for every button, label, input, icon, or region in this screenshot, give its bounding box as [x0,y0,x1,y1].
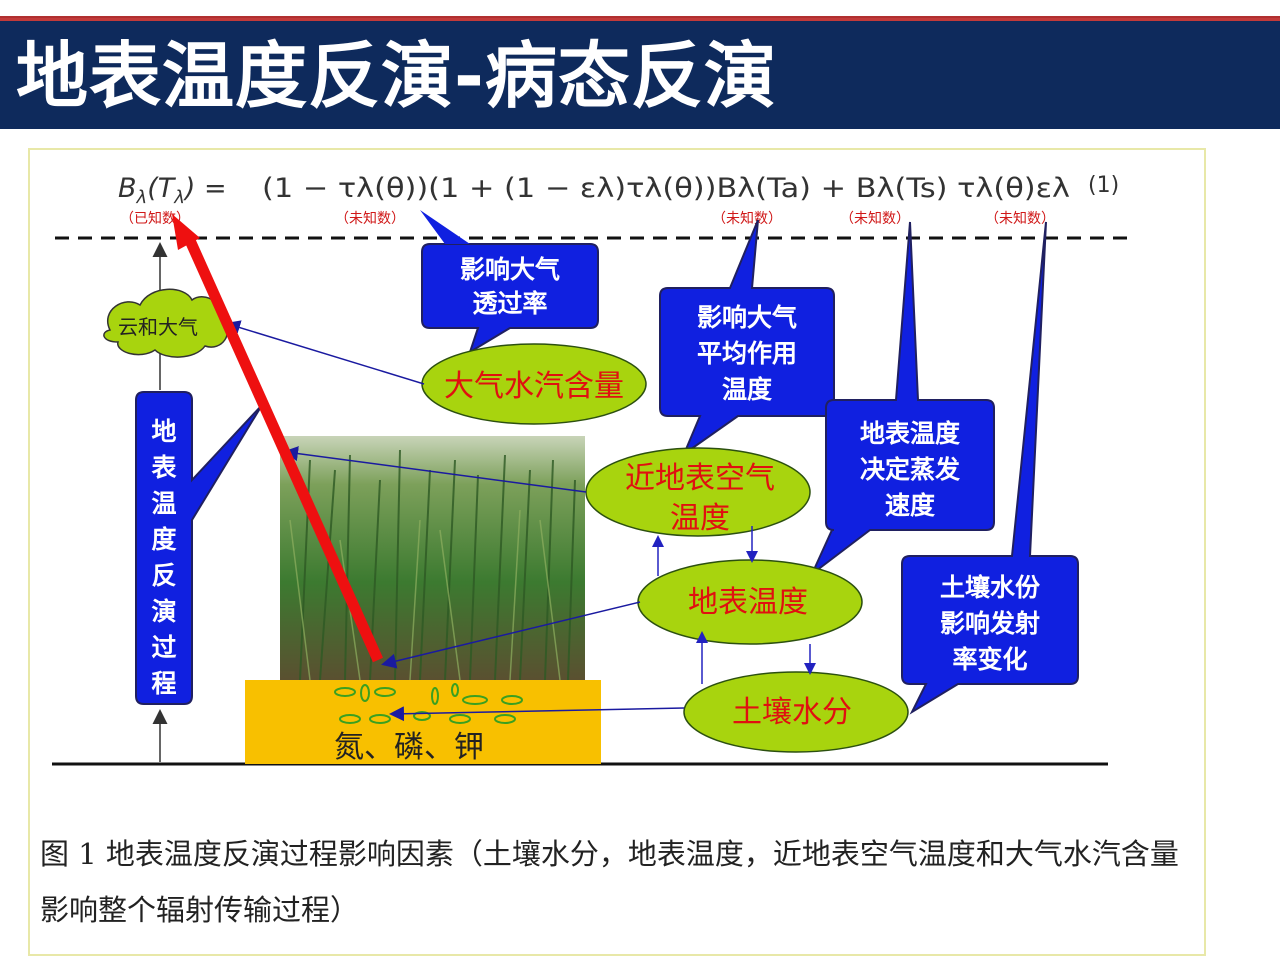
equation-rhs: (1 − τλ(θ))(1 + (1 − ελ)τλ(θ))Bλ(Ta) + B… [262,173,1070,204]
equation-number: (1) [1088,173,1119,198]
figure-caption: 图 1 地表温度反演过程影响因素（土壤水分，地表温度，近地表空气温度和大气水汽含… [40,826,1190,938]
evaporation-line3: 速度 [885,491,935,520]
water-vapor-label: 大气水汽含量 [444,369,624,404]
vertical-char-8: 程 [151,669,176,698]
emissivity-line2: 影响发射 [940,609,1040,638]
mean-air-temp-line1: 影响大气 [697,303,797,332]
equation: Bλ(Tλ) = (1 − τλ(θ))(1 + (1 − ελ)τλ(θ))B… [118,173,1119,227]
vertical-char-4: 度 [151,525,176,554]
arrow-vapor-to-cloud [228,324,424,384]
near-air-temp-line1: 近地表空气 [625,461,775,496]
mean-air-temp-line2: 平均作用 [697,339,797,368]
vertical-char-5: 反 [151,561,176,590]
vertical-char-1: 地 [151,417,176,446]
vertical-char-3: 温 [151,489,176,518]
unknown-label-ta: （未知数） [712,210,782,227]
surface-temp-label: 地表温度 [688,585,808,620]
evaporation-line2: 决定蒸发 [860,455,960,484]
emissivity-line3: 率变化 [952,645,1027,674]
vertical-char-6: 演 [151,597,176,626]
mean-air-temp-callout [660,220,834,454]
evaporation-callout [812,222,994,574]
cloud-label: 云和大气 [118,315,198,339]
vertical-char-2: 表 [151,453,177,482]
soil-label: 氮、磷、钾 [334,730,484,765]
emissivity-line1: 土壤水份 [940,573,1040,602]
vertical-char-7: 过 [151,633,176,662]
wheat-field-image [280,436,585,680]
near-air-temp-line2: 温度 [670,501,730,536]
equation-lhs: Bλ(Tλ) = [118,173,227,208]
soil-moisture-label: 土壤水分 [732,695,852,730]
unknown-label-tau: （未知数） [335,210,405,227]
unknown-label-ts: （未知数） [840,210,910,227]
atm-transmittance-line1: 影响大气 [460,255,560,284]
mean-air-temp-line3: 温度 [722,375,772,404]
atm-transmittance-line2: 透过率 [472,289,547,318]
unknown-label-eps: （未知数） [985,210,1055,227]
evaporation-line1: 地表温度 [860,419,960,448]
